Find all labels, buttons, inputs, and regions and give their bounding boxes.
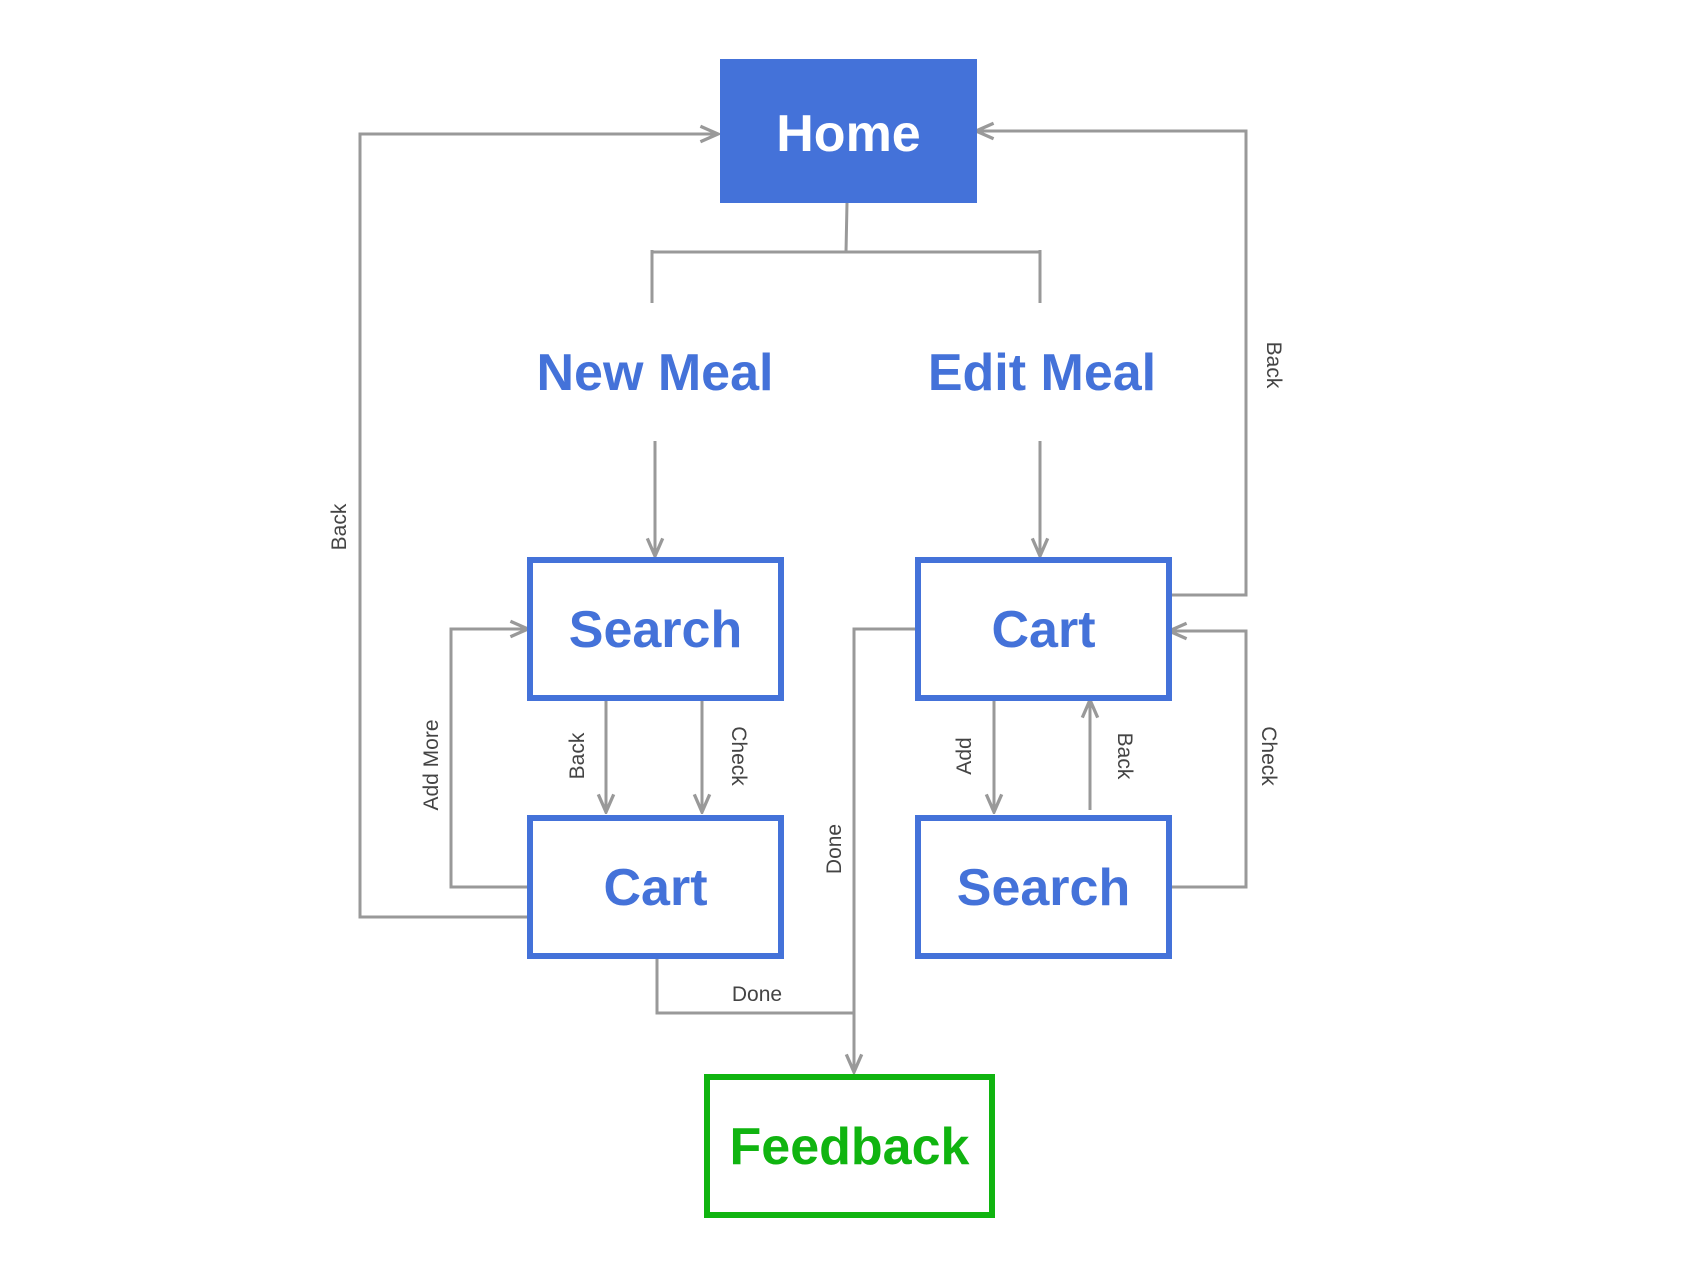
cart-left-back-to-home-arrow [358, 134, 718, 919]
search-right-node[interactable]: Search [915, 815, 1172, 959]
edge-label-back-outer-right: Back [1262, 342, 1285, 389]
edge-label-check-right: Check [1257, 726, 1280, 786]
edit-meal-label[interactable]: Edit Meal [928, 344, 1156, 402]
new-meal-label[interactable]: New Meal [537, 344, 774, 402]
search-left-node-label: Search [569, 601, 742, 659]
edge-labels: Back Add More Back Check Done Done Add B… [328, 342, 1285, 1006]
edge-label-back-outer-left: Back [328, 503, 351, 550]
edge-label-add-right: Add [953, 737, 976, 774]
search-right-node-label: Search [957, 859, 1130, 917]
home-node[interactable]: Home [720, 59, 977, 203]
cart-left-done-connector [655, 958, 854, 1015]
cart-right-back-to-home-arrow [976, 131, 1248, 597]
edge-label-back-left-inner: Back [566, 732, 589, 779]
edge-label-check-left: Check [727, 726, 750, 786]
cart-right-node[interactable]: Cart [915, 557, 1172, 701]
cart-left-add-more-arrow [449, 629, 528, 889]
home-split-connector [650, 202, 1042, 303]
search-left-node[interactable]: Search [527, 557, 784, 701]
cart-right-node-label: Cart [991, 601, 1095, 659]
search-right-check-arrow [1169, 631, 1248, 889]
feedback-node[interactable]: Feedback [704, 1074, 995, 1218]
cart-left-node-label: Cart [603, 859, 707, 917]
connectors [358, 131, 1248, 1072]
edge-label-done-left: Done [732, 983, 782, 1006]
edge-label-back-right-inner: Back [1113, 733, 1136, 780]
edge-label-add-more: Add More [420, 719, 443, 810]
feedback-node-label: Feedback [730, 1118, 970, 1176]
home-node-label: Home [776, 105, 920, 163]
edge-label-done-right: Done [823, 824, 846, 874]
cart-right-done-arrow [854, 627, 921, 1072]
nodes: Home New Meal Edit Meal Search Cart Cart… [527, 59, 1172, 1218]
cart-left-node[interactable]: Cart [527, 815, 784, 959]
